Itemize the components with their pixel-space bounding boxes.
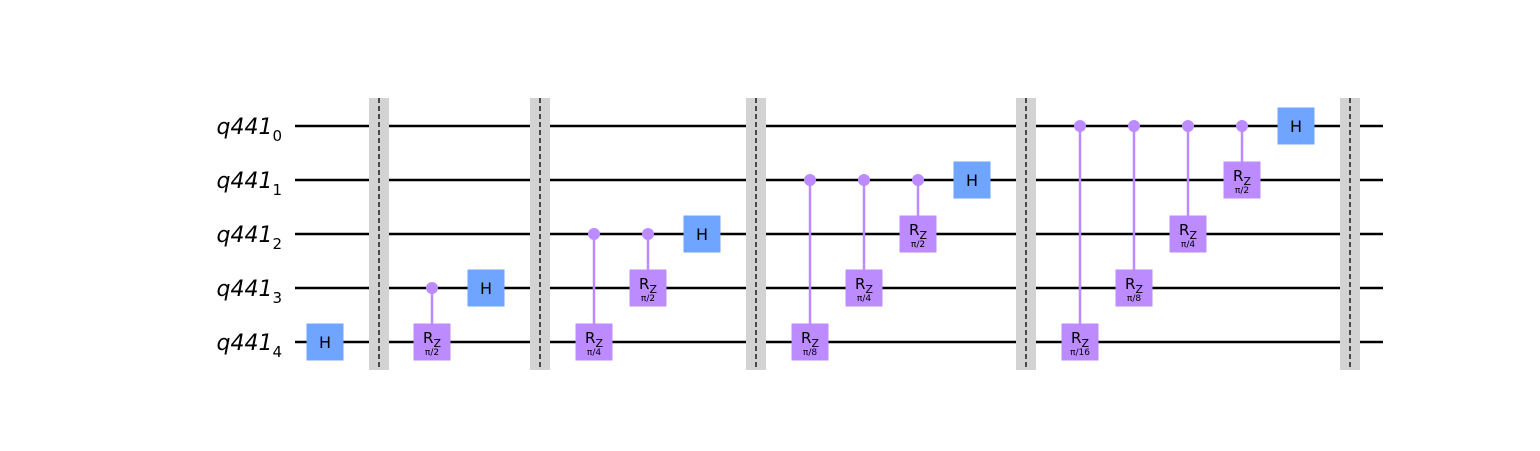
rz-gate-param: π/8: [803, 348, 817, 358]
h-gate-label: H: [966, 171, 978, 190]
qubit-label-0: q4410: [216, 115, 282, 145]
rz-gate-box: [1061, 323, 1099, 361]
rz-gate-box: [791, 323, 829, 361]
rz-gate-box: [1223, 161, 1261, 199]
crz-gate-c1-t3: RZπ/4: [845, 174, 883, 307]
h-gate-box: [683, 215, 721, 253]
control-dot: [858, 174, 870, 186]
qubit-index: 4: [272, 343, 282, 361]
h-gate-label: H: [1290, 117, 1302, 136]
h-gate-q0: H: [1277, 107, 1315, 145]
barrier-19: [1340, 98, 1360, 370]
crz-gate-c1-t4: RZπ/8: [791, 174, 829, 361]
rz-gate-param: π/4: [1181, 240, 1195, 250]
control-dot: [1074, 120, 1086, 132]
qubit-name: q441: [216, 223, 272, 248]
h-gate-label: H: [696, 225, 708, 244]
h-gate-box: [1277, 107, 1315, 145]
h-gate-q1: H: [953, 161, 991, 199]
rz-gate-box: [413, 323, 451, 361]
rz-gate-param: π/16: [1070, 348, 1090, 358]
crz-gate-c2-t4: RZπ/4: [575, 228, 613, 361]
rz-gate-param: π/2: [1235, 186, 1249, 196]
barrier-1: [369, 98, 389, 370]
rz-gate-param: π/4: [857, 294, 871, 304]
rz-gate-box: [899, 215, 937, 253]
rz-gate-param: π/2: [641, 294, 655, 304]
control-dot: [1236, 120, 1248, 132]
rz-gate-param: π/2: [425, 348, 439, 358]
qubit-label-1: q4411: [216, 169, 282, 199]
qubit-label-4: q4414: [216, 331, 282, 361]
barrier-13: [1016, 98, 1036, 370]
crz-gate-c0-t4: RZπ/16: [1061, 120, 1099, 361]
crz-gate-c3-t4: RZπ/2: [413, 282, 451, 361]
control-dot: [1128, 120, 1140, 132]
rz-gate-box: [845, 269, 883, 307]
qubit-name: q441: [216, 169, 272, 194]
control-dot: [804, 174, 816, 186]
h-gate-label: H: [480, 279, 492, 298]
rz-gate-label: RZ: [1071, 329, 1089, 350]
rz-gate-label: RZ: [855, 275, 873, 296]
rz-gate-label: RZ: [1125, 275, 1143, 296]
rz-gate-label: RZ: [639, 275, 657, 296]
crz-gate-c0-t2: RZπ/4: [1169, 120, 1207, 253]
rz-gate-label: RZ: [585, 329, 603, 350]
qubit-wires: [295, 124, 1383, 344]
qubit-index: 2: [272, 235, 282, 253]
control-dot: [912, 174, 924, 186]
crz-gate-c0-t3: RZπ/8: [1115, 120, 1153, 307]
rz-gate-box: [1169, 215, 1207, 253]
qubit-name: q441: [216, 277, 272, 302]
rz-gate-box: [629, 269, 667, 307]
h-gate-box: [467, 269, 505, 307]
qubit-label-3: q4413: [216, 277, 282, 307]
crz-gate-c1-t2: RZπ/2: [899, 174, 937, 253]
control-dot: [426, 282, 438, 294]
h-gate-q3: H: [467, 269, 505, 307]
qubit-name: q441: [216, 331, 272, 356]
qubit-name: q441: [216, 115, 272, 140]
h-gate-q2: H: [683, 215, 721, 253]
rz-gate-param: π/8: [1127, 294, 1141, 304]
control-dot: [588, 228, 600, 240]
rz-gate-param: π/4: [587, 348, 601, 358]
rz-gate-label: RZ: [1233, 167, 1251, 188]
barrier-4: [530, 98, 550, 370]
rz-gate-box: [575, 323, 613, 361]
qubit-index: 1: [272, 181, 282, 199]
rz-gate-box: [1115, 269, 1153, 307]
control-dot: [642, 228, 654, 240]
crz-gate-c2-t3: RZπ/2: [629, 228, 667, 307]
qubit-label-2: q4412: [216, 223, 282, 253]
rz-gate-label: RZ: [423, 329, 441, 350]
barriers: [369, 98, 1360, 370]
h-gate-box: [953, 161, 991, 199]
h-gate-q4: H: [306, 323, 344, 361]
rz-gate-param: π/2: [911, 240, 925, 250]
barrier-8: [746, 98, 766, 370]
h-gate-label: H: [319, 333, 331, 352]
h-gate-box: [306, 323, 344, 361]
qubit-index: 3: [272, 289, 282, 307]
control-dot: [1182, 120, 1194, 132]
rz-gate-label: RZ: [801, 329, 819, 350]
qubit-index: 0: [272, 127, 282, 145]
rz-gate-label: RZ: [909, 221, 927, 242]
rz-gate-label: RZ: [1179, 221, 1197, 242]
crz-gate-c0-t1: RZπ/2: [1223, 120, 1261, 199]
